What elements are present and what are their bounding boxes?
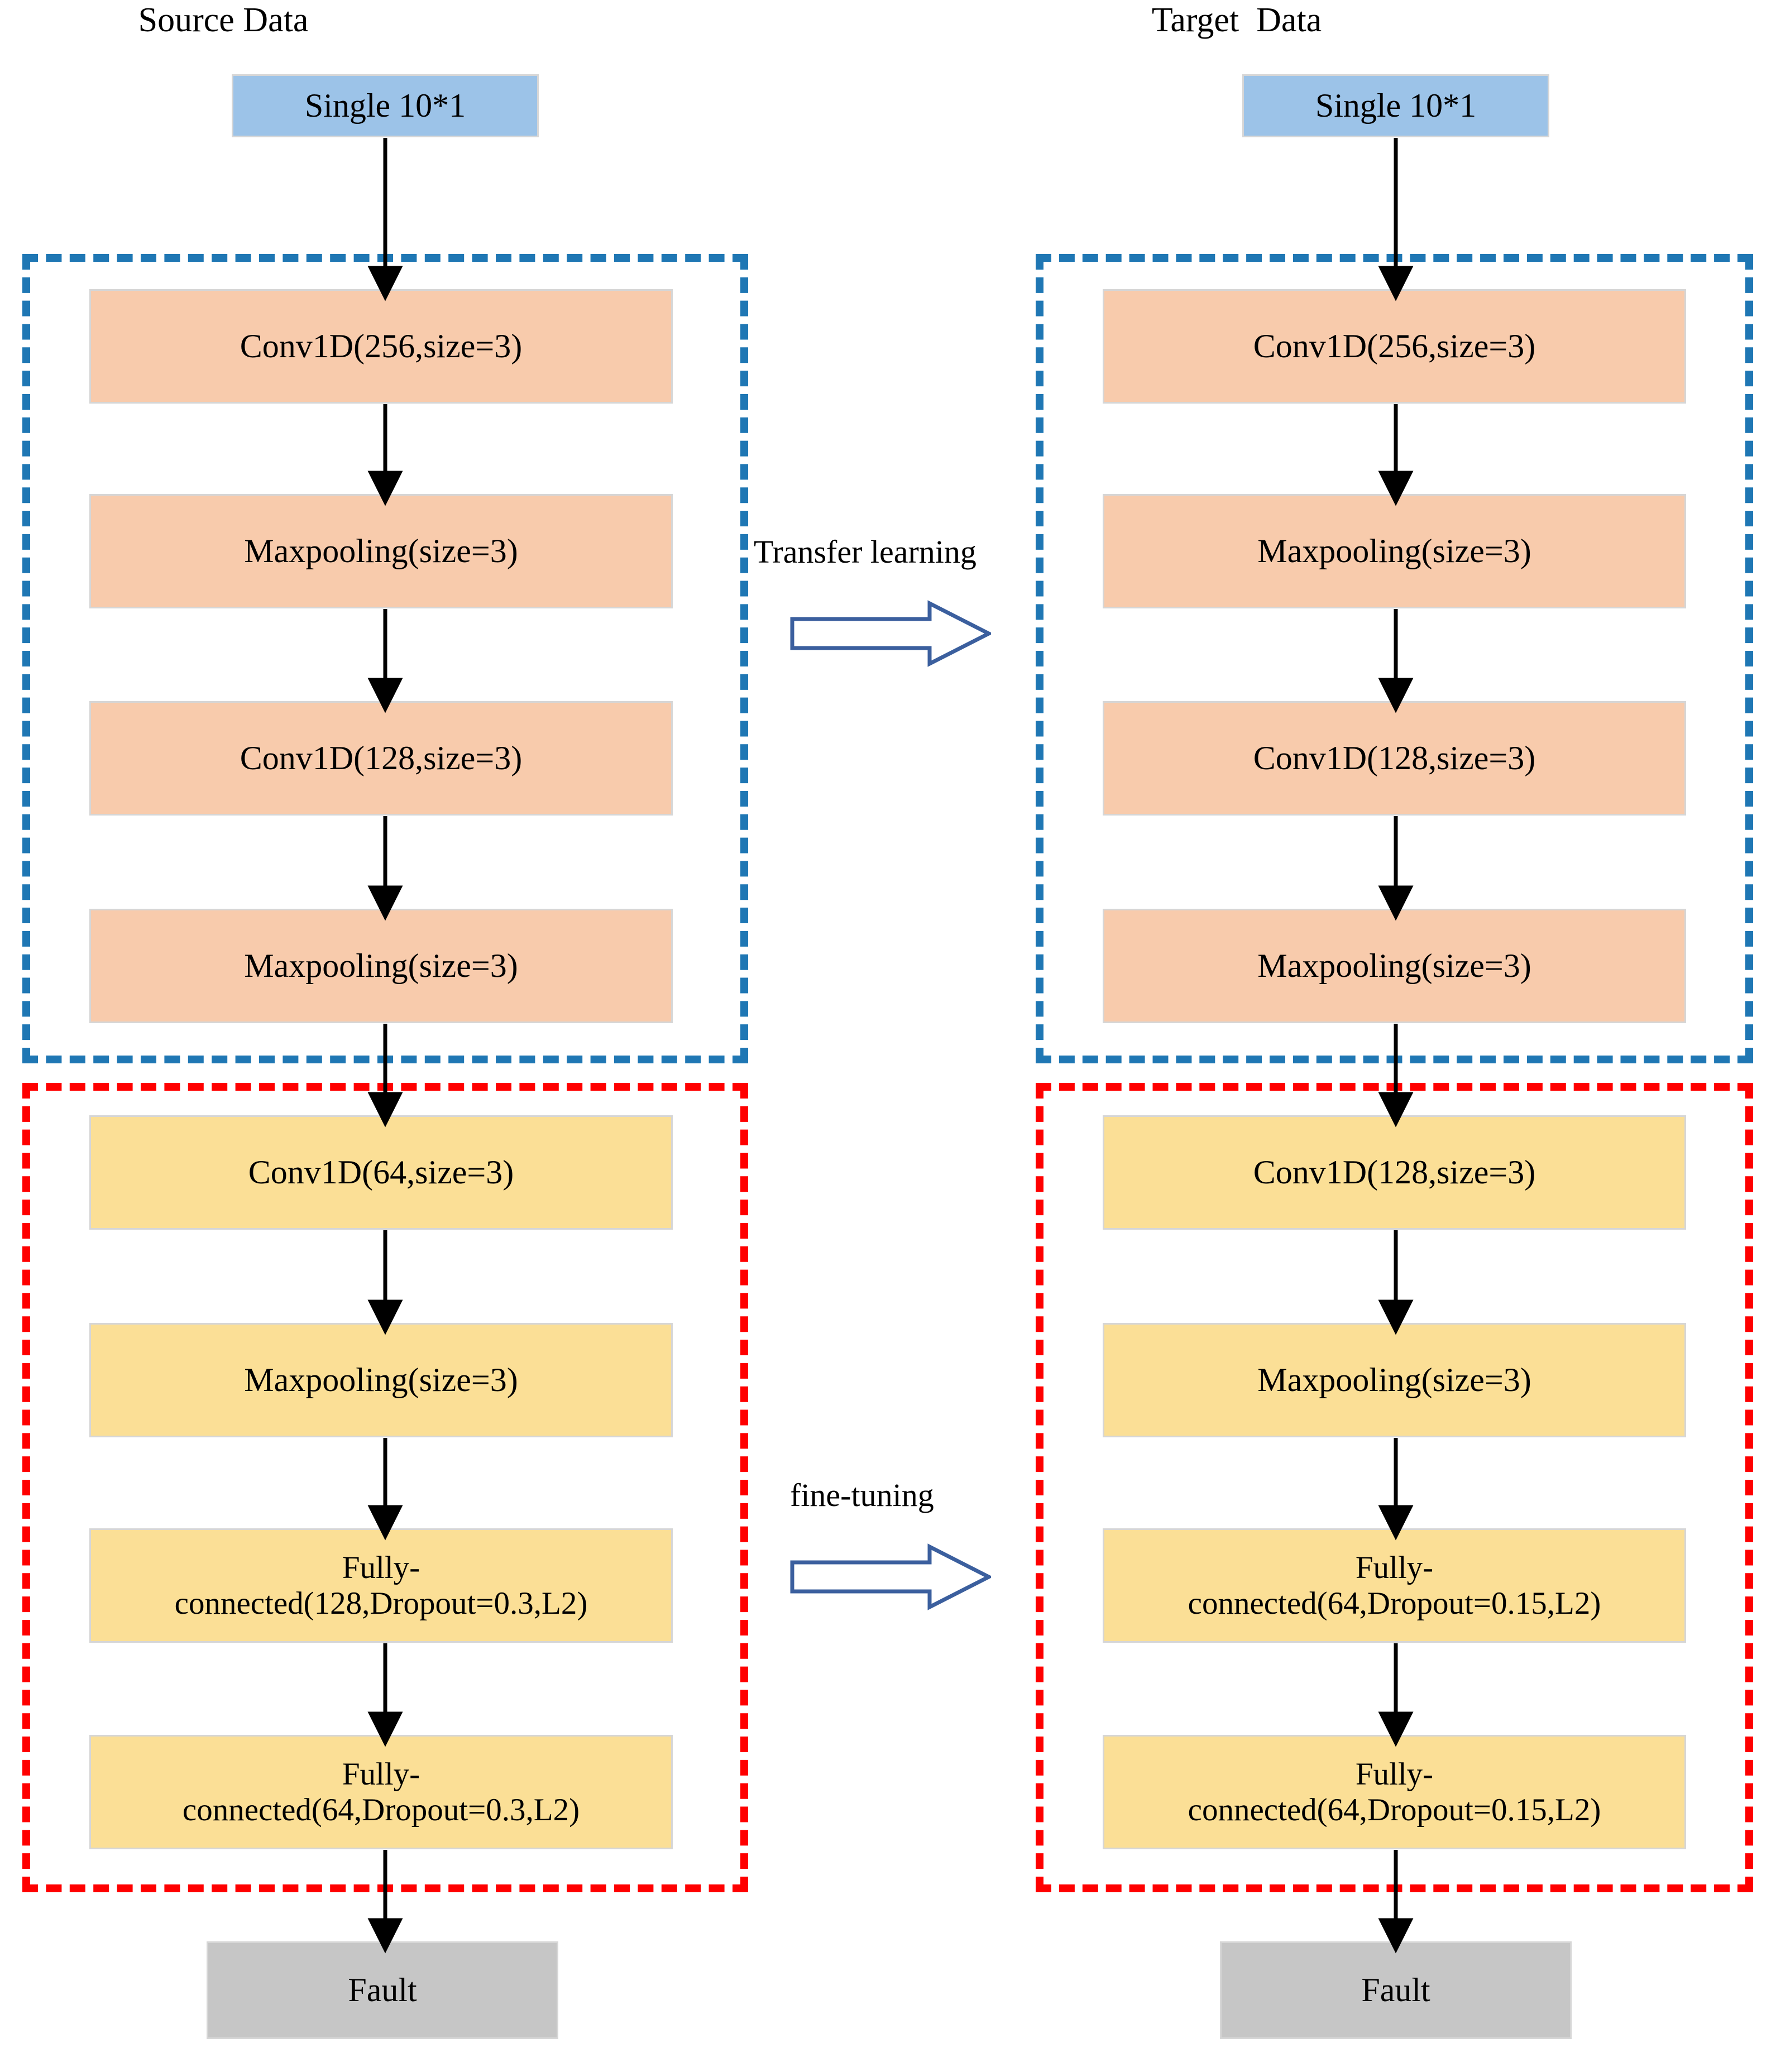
source-frozen-label-3: Conv1D(128,size=3) (240, 739, 523, 776)
fine-tuning-label: fine-tuning (790, 1477, 934, 1513)
target-tuned-node-1: Conv1D(128,size=3) (1103, 1115, 1686, 1230)
target-frozen-node-3: Conv1D(128,size=3) (1103, 701, 1686, 816)
target-tuned-label-3-line2: connected(64,Dropout=0.15,L2) (1188, 1585, 1601, 1621)
block-arrow-right-icon-transfer (790, 600, 991, 667)
source-tuned-label-1: Conv1D(64,size=3) (248, 1153, 514, 1191)
source-frozen-node-4: Maxpooling(size=3) (89, 909, 673, 1023)
source-frozen-node-2: Maxpooling(size=3) (89, 494, 673, 608)
target-frozen-label-3: Conv1D(128,size=3) (1253, 739, 1536, 776)
source-tuned-label-4-line2: connected(64,Dropout=0.3,L2) (182, 1792, 580, 1828)
target-tuned-label-4-line2: connected(64,Dropout=0.15,L2) (1188, 1792, 1601, 1828)
source-frozen-label-2: Maxpooling(size=3) (244, 532, 518, 569)
target-tuned-node-4: Fully- connected(64,Dropout=0.15,L2) (1103, 1735, 1686, 1849)
source-output-label: Fault (348, 1971, 417, 2008)
source-tuned-node-2: Maxpooling(size=3) (89, 1323, 673, 1437)
source-tuned-label-3-line2: connected(128,Dropout=0.3,L2) (174, 1585, 588, 1621)
target-frozen-node-2: Maxpooling(size=3) (1103, 494, 1686, 608)
target-tuned-node-3: Fully- connected(64,Dropout=0.15,L2) (1103, 1528, 1686, 1643)
target-frozen-label-4: Maxpooling(size=3) (1257, 947, 1531, 984)
source-input-node: Single 10*1 (232, 74, 539, 137)
source-frozen-group-box (22, 254, 748, 1063)
source-frozen-node-1: Conv1D(256,size=3) (89, 289, 673, 404)
target-tuned-node-2: Maxpooling(size=3) (1103, 1323, 1686, 1437)
target-frozen-node-4: Maxpooling(size=3) (1103, 909, 1686, 1023)
target-frozen-label-2: Maxpooling(size=3) (1257, 532, 1531, 569)
source-tuned-node-4: Fully- connected(64,Dropout=0.3,L2) (89, 1735, 673, 1849)
source-frozen-node-3: Conv1D(128,size=3) (89, 701, 673, 816)
source-input-label: Single 10*1 (304, 87, 466, 124)
source-tuned-label-2: Maxpooling(size=3) (244, 1361, 518, 1398)
target-tuned-label-2: Maxpooling(size=3) (1257, 1361, 1531, 1398)
block-arrow-right-icon-finetune (790, 1543, 991, 1610)
target-tuned-label-3-line1: Fully- (1355, 1550, 1434, 1585)
source-tuned-node-3: Fully- connected(128,Dropout=0.3,L2) (89, 1528, 673, 1643)
transfer-learning-label: Transfer learning (754, 534, 976, 570)
target-tuned-label-1: Conv1D(128,size=3) (1253, 1153, 1536, 1191)
source-output-node: Fault (207, 1941, 558, 2039)
target-output-node: Fault (1220, 1941, 1572, 2039)
source-tuned-node-1: Conv1D(64,size=3) (89, 1115, 673, 1230)
target-input-node: Single 10*1 (1242, 74, 1549, 137)
target-output-label: Fault (1361, 1971, 1430, 2008)
source-tuned-label-3-line1: Fully- (342, 1550, 420, 1585)
target-frozen-node-1: Conv1D(256,size=3) (1103, 289, 1686, 404)
target-tuned-label-4-line1: Fully- (1355, 1756, 1434, 1792)
source-frozen-label-4: Maxpooling(size=3) (244, 947, 518, 984)
target-column-header: Target Data (1151, 1, 1322, 39)
target-frozen-label-1: Conv1D(256,size=3) (1253, 327, 1536, 364)
source-frozen-label-1: Conv1D(256,size=3) (240, 327, 523, 364)
source-column-header: Source Data (138, 1, 309, 39)
source-tuned-label-4-line1: Fully- (342, 1756, 420, 1792)
target-input-label: Single 10*1 (1315, 87, 1477, 124)
